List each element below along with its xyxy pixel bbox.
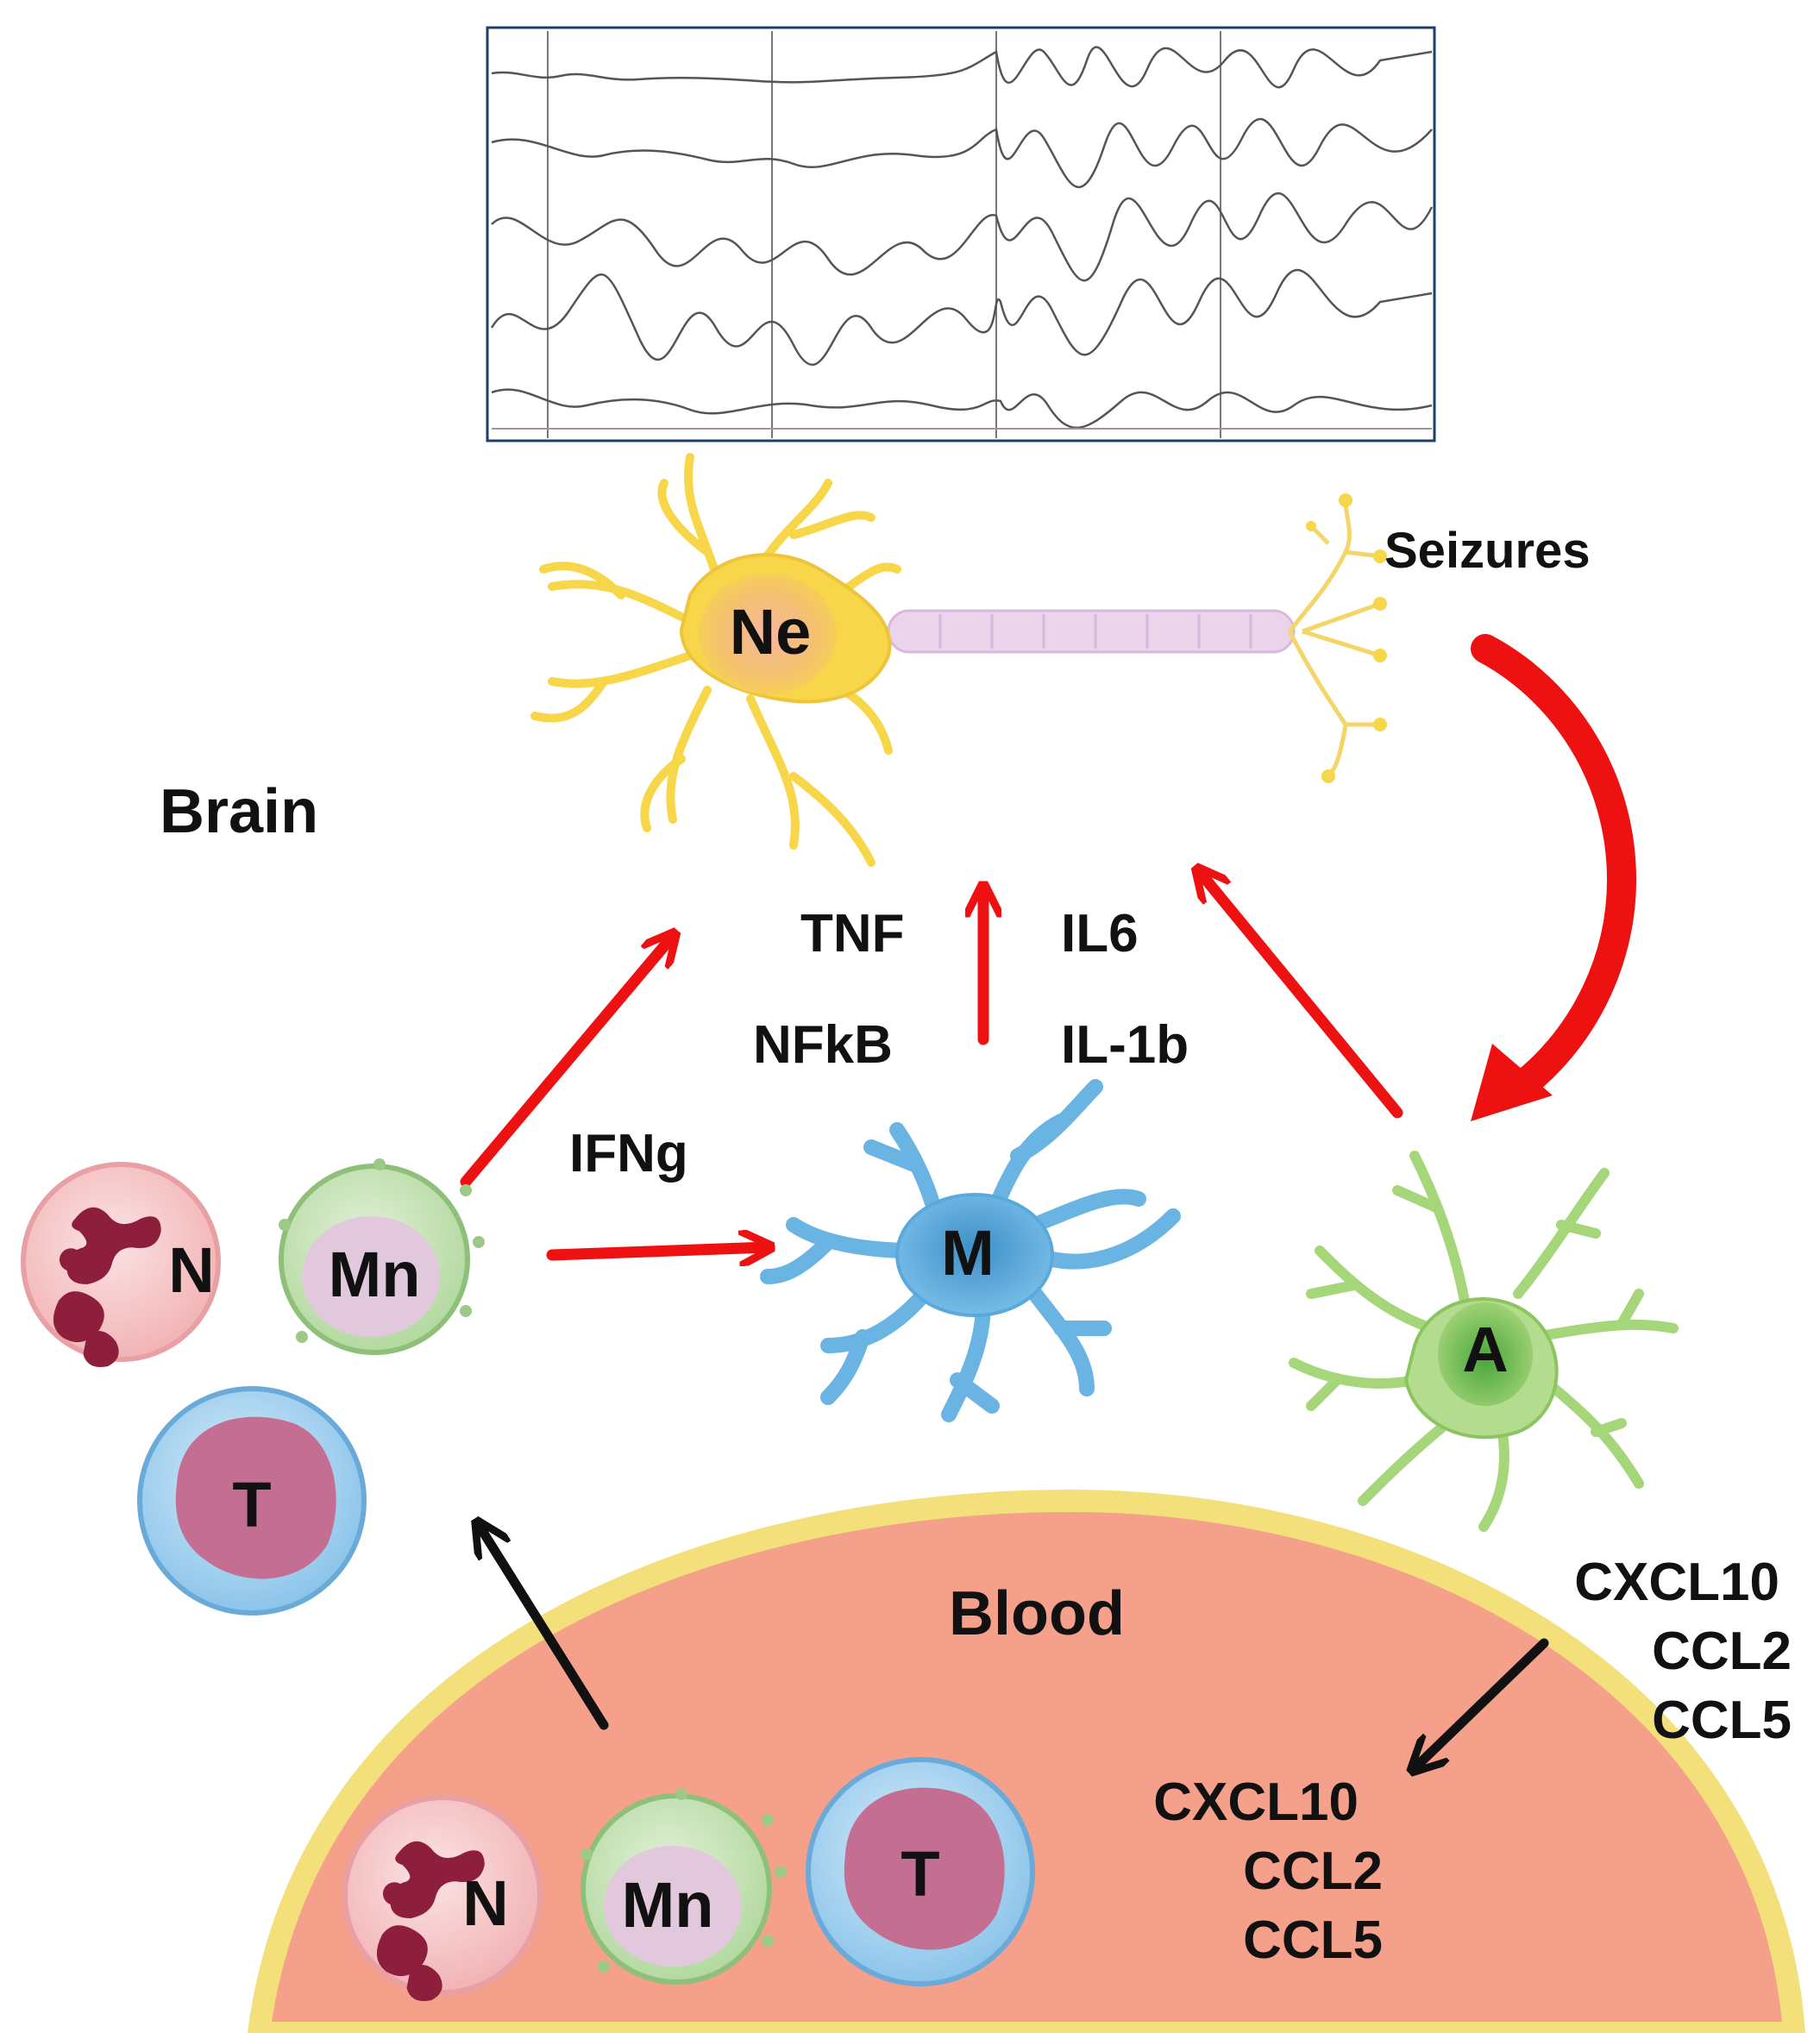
arrow-monocyte-to-microglia bbox=[546, 1247, 768, 1255]
axon-terminal-knobs bbox=[1306, 493, 1387, 783]
astrocyte: A bbox=[1289, 1151, 1679, 1532]
blood-monocyte-label: Mn bbox=[622, 1869, 714, 1941]
brain-neutrophil: N bbox=[21, 1162, 221, 1367]
arrow-astrocyte-to-neuron bbox=[1199, 871, 1403, 1119]
neuron-label: Ne bbox=[730, 596, 812, 668]
neuron-nucleus bbox=[699, 574, 837, 694]
black-arrows bbox=[479, 1525, 1549, 1768]
chemokine-brain-item: CCL2 bbox=[1652, 1622, 1792, 1681]
chemokine-brain-item: CXCL10 bbox=[1574, 1553, 1779, 1612]
nfkb-label: NFkB bbox=[753, 1015, 893, 1075]
neuron: Ne bbox=[530, 453, 1387, 867]
seizure-feedback-arrow bbox=[1471, 634, 1637, 1121]
axon-terminals bbox=[1287, 499, 1381, 778]
blood-neutrophil-label: N bbox=[462, 1867, 508, 1939]
neuron-axon bbox=[887, 609, 1296, 654]
blood-tcell-label: T bbox=[901, 1838, 939, 1910]
chemokine-blood-item: CCL2 bbox=[1243, 1842, 1383, 1901]
chemokines-blood: CXCL10 CCL2 CCL5 bbox=[1153, 1773, 1383, 1970]
tnf-label: TNF bbox=[800, 904, 905, 963]
il1b-label: IL-1b bbox=[1061, 1015, 1189, 1075]
ifng-label: IFNg bbox=[569, 1124, 688, 1183]
astrocyte-label: A bbox=[1462, 1314, 1508, 1385]
chemokine-blood-item: CCL5 bbox=[1243, 1911, 1383, 1970]
eeg-frame bbox=[486, 26, 1436, 442]
brain-monocyte-label: Mn bbox=[329, 1239, 421, 1310]
blood-monocyte: Mn bbox=[581, 1788, 787, 1985]
microglia: M bbox=[760, 1079, 1181, 1422]
arrow-chemokine-gradient bbox=[1415, 1638, 1549, 1768]
seizures-label: Seizures bbox=[1384, 523, 1591, 579]
blood-neutrophil: N bbox=[342, 1795, 543, 2001]
arrow-monocyte-to-neuron bbox=[460, 936, 673, 1188]
chemokines-brain: CXCL10 CCL2 CCL5 bbox=[1574, 1553, 1792, 1750]
arrow-blood-to-brain bbox=[479, 1525, 609, 1730]
blood-region-label: Blood bbox=[949, 1579, 1125, 1648]
eeg-panel bbox=[486, 26, 1436, 442]
brain-monocyte: Mn bbox=[279, 1158, 485, 1355]
chemokine-brain-item: CCL5 bbox=[1652, 1691, 1792, 1750]
brain-tcell-label: T bbox=[232, 1469, 271, 1540]
brain-tcell: T bbox=[137, 1386, 367, 1616]
chemokine-blood-item: CXCL10 bbox=[1153, 1773, 1359, 1832]
microglia-label: M bbox=[941, 1217, 995, 1289]
il6-label: IL6 bbox=[1061, 904, 1139, 963]
eeg-traces bbox=[490, 31, 1434, 438]
brain-region-label: Brain bbox=[160, 777, 318, 846]
red-arrows bbox=[460, 871, 1403, 1255]
blood-tcell: T bbox=[806, 1757, 1035, 1986]
brain-neutrophil-label: N bbox=[168, 1234, 214, 1306]
